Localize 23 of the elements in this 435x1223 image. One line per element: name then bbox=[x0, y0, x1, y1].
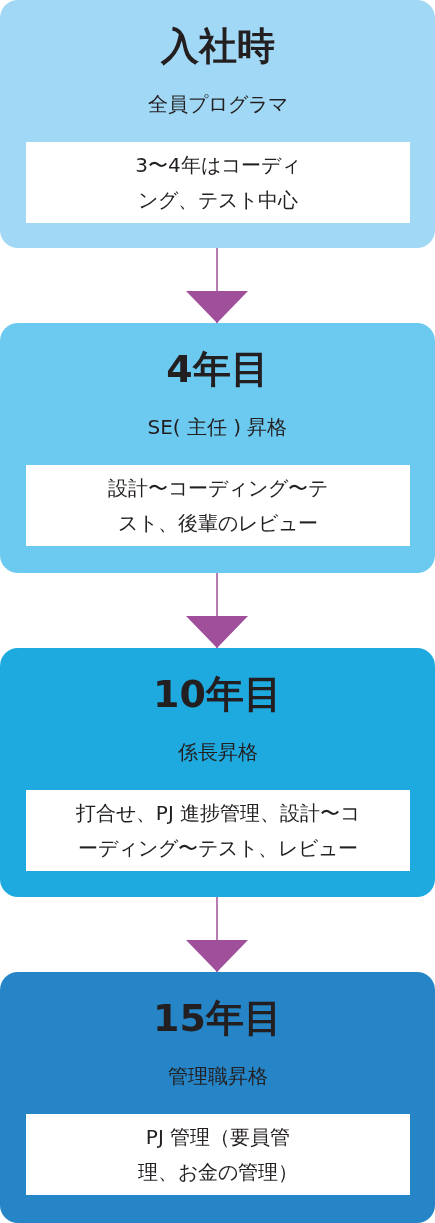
stage-box bbox=[0, 648, 435, 897]
stage-subtitle: SE( 主任 ) 昇格 bbox=[146, 414, 289, 441]
stage-subtitle: 全員プログラマ bbox=[146, 91, 289, 118]
description-text: 設計〜コーディング〜テスト、後輩のレビュー bbox=[107, 474, 329, 537]
description-text: 3〜4年はコーディング、テスト中心 bbox=[134, 151, 302, 214]
description-box bbox=[26, 465, 410, 546]
stage-subtitle: 係長昇格 bbox=[176, 739, 259, 766]
stage-heading: 4年目 bbox=[165, 346, 270, 393]
description-text: PJ 管理（要員管理、お金の管理） bbox=[137, 1123, 299, 1186]
arrow bbox=[186, 572, 248, 649]
arrow bbox=[186, 247, 248, 324]
stage-subtitle: 管理職昇格 bbox=[166, 1063, 269, 1090]
description-box bbox=[26, 790, 410, 871]
stage-box bbox=[0, 323, 435, 573]
stage-heading: 15年目 bbox=[152, 995, 283, 1042]
stage-heading: 10年目 bbox=[152, 671, 283, 718]
description-text: 打合せ、PJ 進捗管理、設計〜コーディング〜テスト、レビュー bbox=[74, 799, 362, 862]
description-box bbox=[26, 142, 410, 223]
stage-box bbox=[0, 972, 435, 1223]
description-box bbox=[26, 1114, 410, 1195]
stage-heading: 入社時 bbox=[159, 23, 276, 70]
arrow bbox=[186, 896, 248, 973]
stage-box bbox=[0, 0, 435, 248]
